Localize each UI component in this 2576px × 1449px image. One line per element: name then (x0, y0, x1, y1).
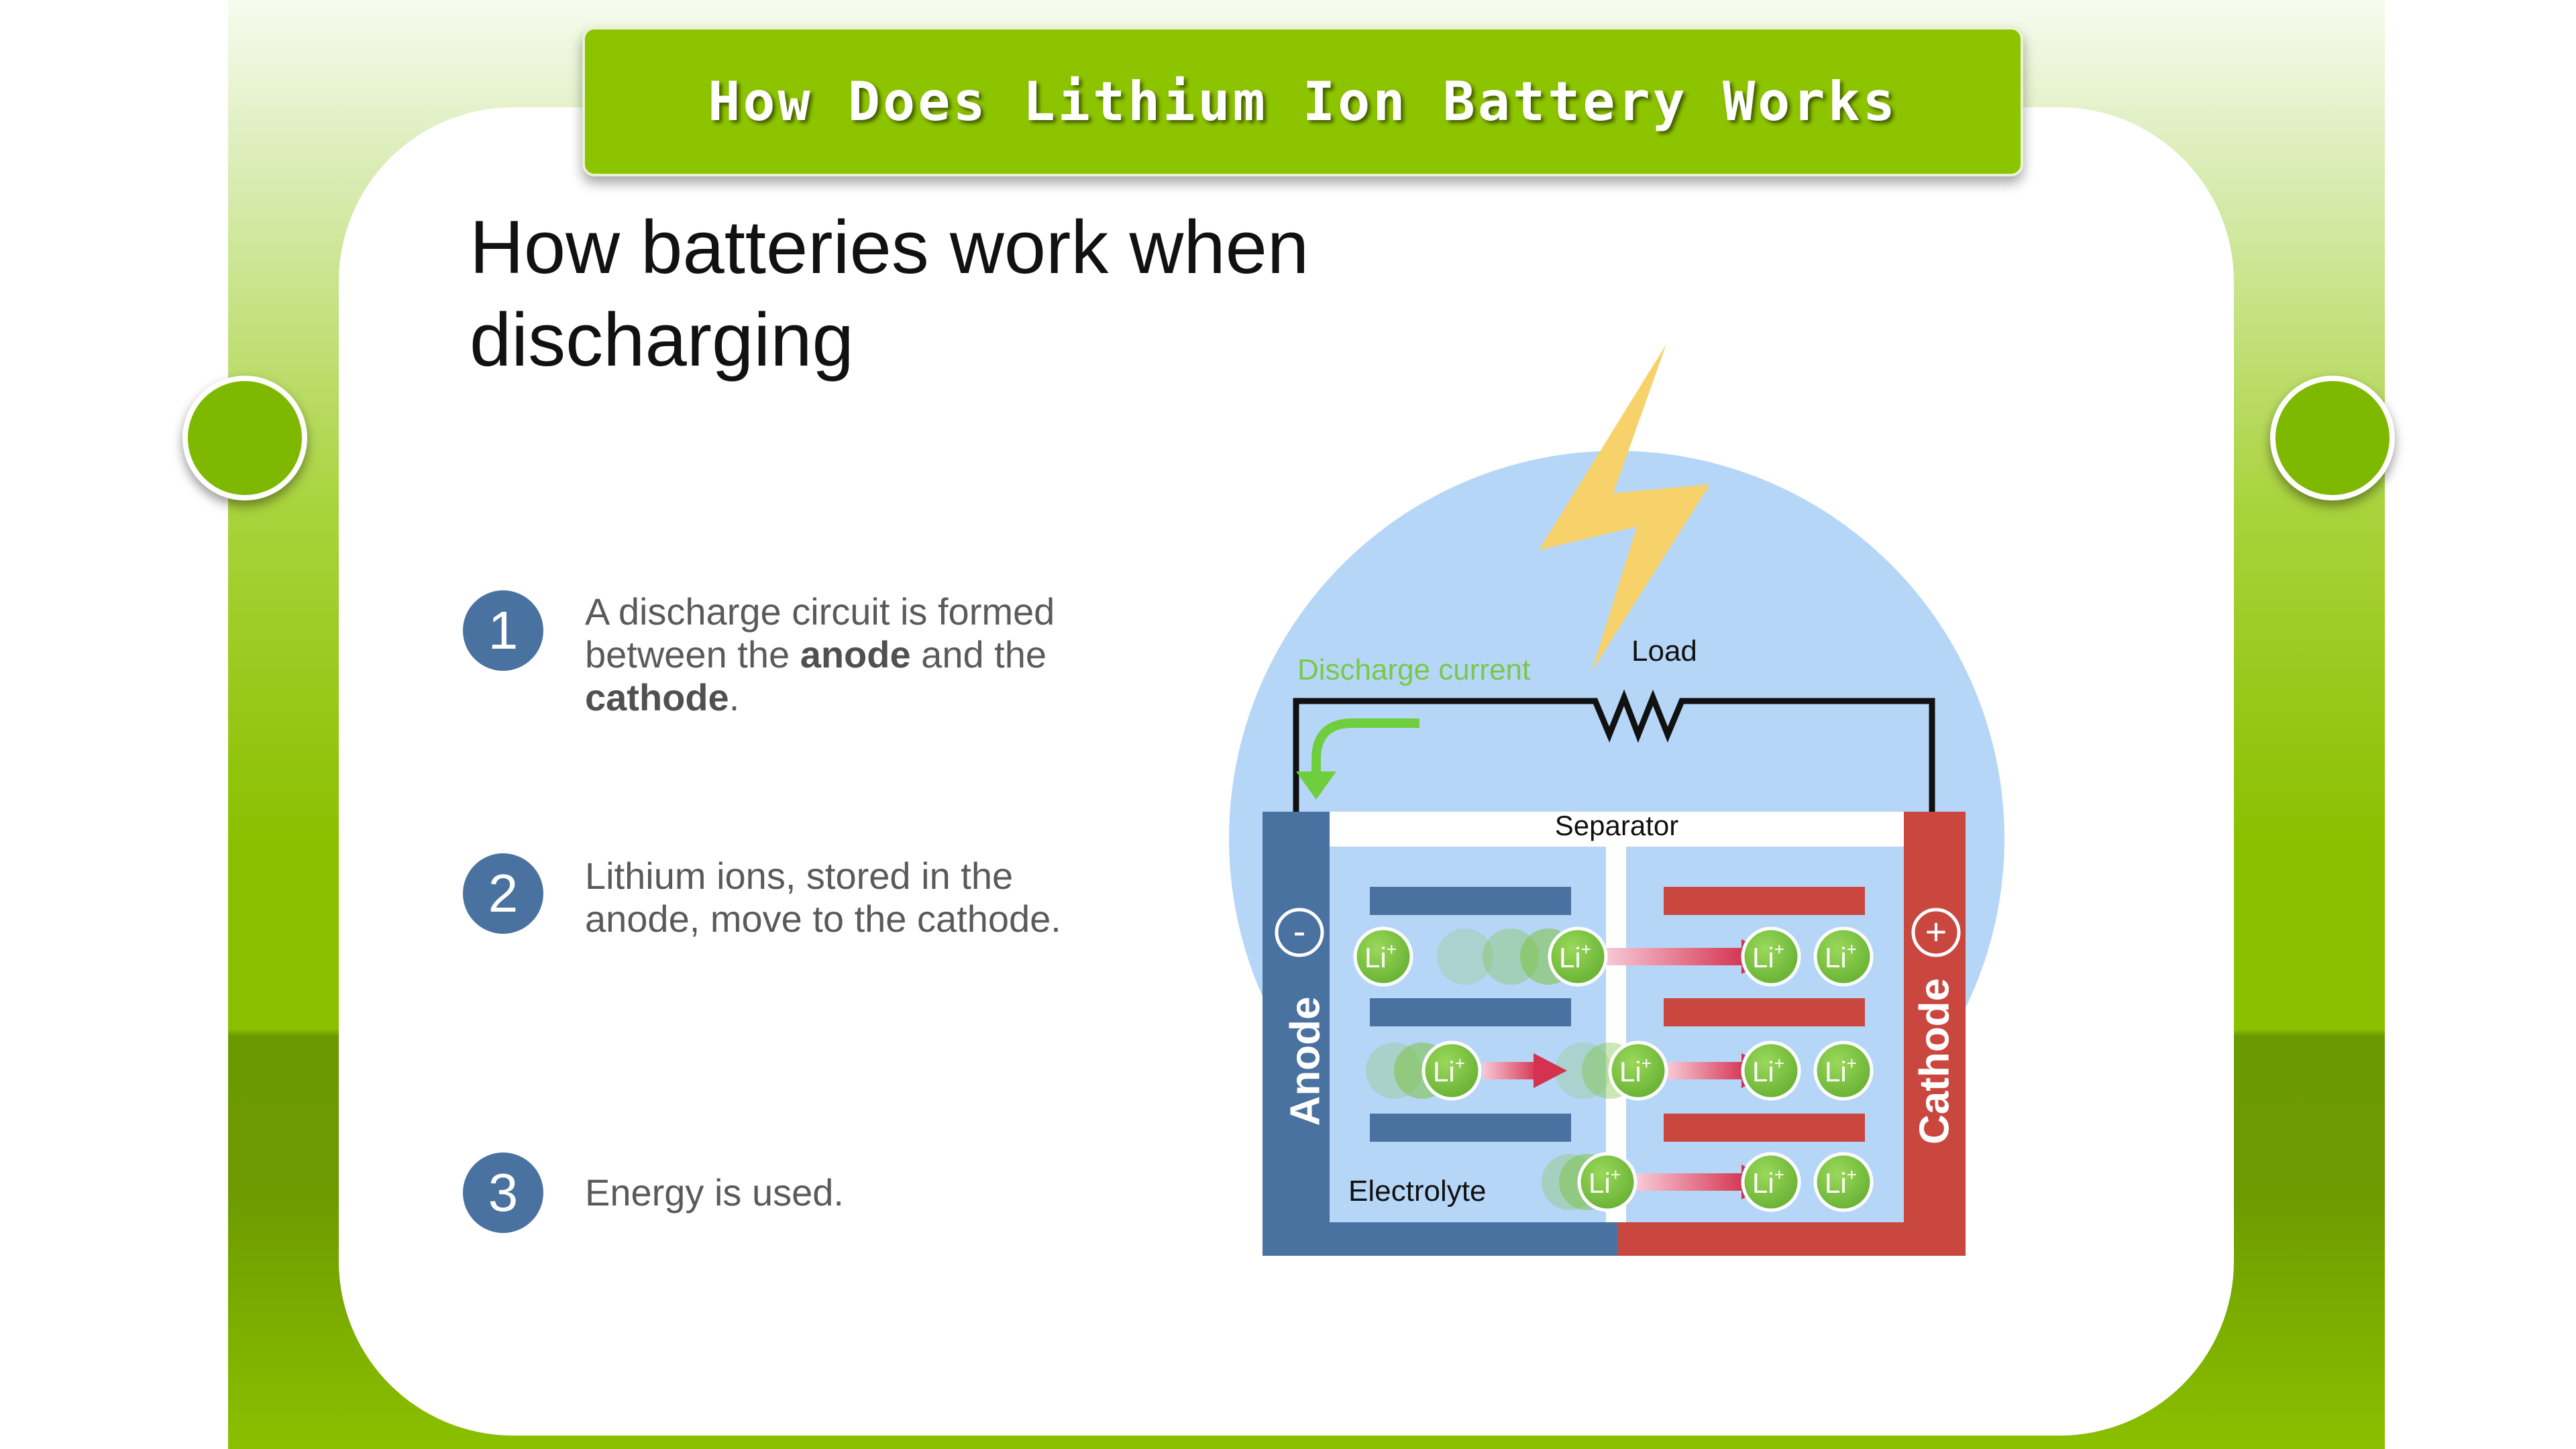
cathode-layer (1664, 1114, 1865, 1142)
step-number-badge: 1 (463, 590, 543, 671)
svg-text:-: - (1293, 910, 1306, 952)
cathode-label: Cathode (1911, 978, 1957, 1144)
anode-layer (1370, 998, 1571, 1026)
anode-label: Anode (1282, 997, 1328, 1126)
left-decoration-circle (182, 376, 307, 500)
cathode-electrode (1904, 812, 1966, 1256)
lithium-ion-icon: Li+ (1548, 926, 1608, 987)
anode-term: anode (800, 633, 911, 676)
step-description: Energy is used. (585, 1171, 844, 1214)
lithium-ion-icon: Li+ (1813, 1152, 1874, 1212)
lithium-ion-icon: Li+ (1353, 926, 1413, 987)
step-3: 3 Energy is used. (463, 1152, 1122, 1233)
separator-label: Separator (1555, 810, 1678, 841)
lithium-ion-label: Li+ (1752, 1165, 1784, 1199)
lithium-ion-icon: Li+ (1813, 1040, 1874, 1101)
cathode-terminal-plus-icon: + (1911, 908, 1961, 957)
discharge-current-arrow-icon (1311, 718, 1419, 778)
lithium-ions: Li+Li+Li+Li+Li+Li+Li+Li+Li+Li+Li+ (1353, 926, 1874, 1212)
anode-electrode (1263, 812, 1330, 1256)
step-description: A discharge circuit is formed between th… (585, 590, 1055, 718)
banner-title: How Does Lithium Ion Battery Works (708, 70, 1898, 133)
cathode-layer (1664, 998, 1865, 1026)
page-heading: How batteries work when discharging (470, 205, 1309, 382)
step-2: 2 Lithium ions, stored in the anode, mov… (463, 853, 1122, 941)
right-decoration-circle (2270, 376, 2395, 500)
circuit-wire (1293, 689, 1935, 813)
lithium-ion-icon: Li+ (1741, 1152, 1801, 1212)
step-number-badge: 2 (463, 853, 543, 934)
discharge-current-label: Discharge current (1297, 653, 1530, 686)
anode-layer (1370, 1114, 1571, 1142)
current-arrowhead-icon (1296, 771, 1336, 800)
load-label: Load (1631, 635, 1697, 667)
lithium-ion-icon: Li+ (1608, 1040, 1668, 1101)
electrolyte-label: Electrolyte (1348, 1175, 1486, 1208)
lithium-ion-icon: Li+ (1741, 1040, 1801, 1101)
lithium-ion-icon: Li+ (1421, 1040, 1482, 1101)
cathode-term: cathode (585, 676, 729, 718)
step-1: 1 A discharge circuit is formed between … (463, 590, 1122, 719)
lithium-ion-icon: Li+ (1577, 1152, 1638, 1212)
lithium-ion-icon: Li+ (1741, 926, 1801, 987)
svg-text:+: + (1925, 910, 1947, 953)
cathode-layer (1664, 887, 1865, 915)
title-banner: How Does Lithium Ion Battery Works (582, 27, 2023, 176)
step-number-badge: 3 (463, 1152, 543, 1233)
step-description: Lithium ions, stored in the anode, move … (585, 855, 1061, 940)
anode-layer (1370, 887, 1571, 915)
anode-terminal-minus-icon: - (1275, 908, 1324, 957)
lightning-bolt-icon (1539, 344, 1710, 671)
lithium-ion-icon: Li+ (1813, 926, 1874, 987)
